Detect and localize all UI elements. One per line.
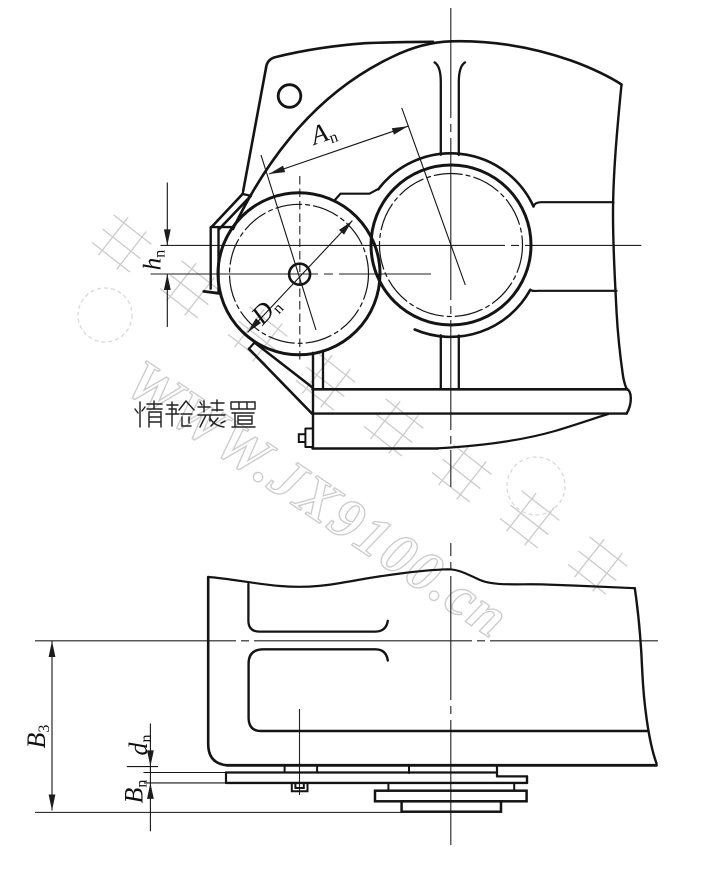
svg-text:hn: hn <box>140 250 169 271</box>
svg-text:An: An <box>305 114 340 153</box>
svg-text:WWW.JX9100.cn: WWW.JX9100.cn <box>115 347 522 651</box>
svg-text:dn: dn <box>124 735 155 756</box>
svg-text:B3: B3 <box>22 725 53 749</box>
svg-text:Bn: Bn <box>120 780 151 804</box>
